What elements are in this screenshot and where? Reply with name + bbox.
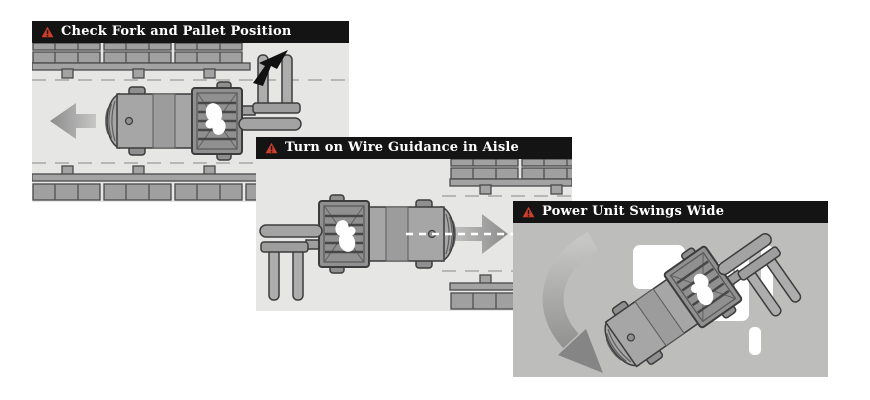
rack-bottom <box>32 165 349 201</box>
illustration-power-unit-swing <box>513 223 828 377</box>
warning-triangle-icon <box>41 26 54 38</box>
panel-power-unit-swings-wide: Power Unit Swings Wide <box>513 201 828 377</box>
rack-top <box>449 159 572 195</box>
rack-top <box>32 43 251 79</box>
warning-triangle-icon <box>265 142 278 154</box>
panel-header: Check Fork and Pallet Position <box>32 21 349 43</box>
swing-arrow <box>542 231 603 373</box>
direction-arrow-left <box>50 103 96 139</box>
rack-bottom <box>449 274 572 310</box>
panel-title: Check Fork and Pallet Position <box>61 24 292 39</box>
fork-impact-pointer-icon <box>253 50 288 86</box>
panel-title: Turn on Wire Guidance in Aisle <box>285 140 520 155</box>
turret-truck <box>258 193 457 302</box>
panel-header: Power Unit Swings Wide <box>513 201 828 223</box>
warning-triangle-icon <box>522 206 535 218</box>
panel-header: Turn on Wire Guidance in Aisle <box>256 137 572 159</box>
panel-title: Power Unit Swings Wide <box>542 204 725 219</box>
turret-truck <box>588 223 811 377</box>
